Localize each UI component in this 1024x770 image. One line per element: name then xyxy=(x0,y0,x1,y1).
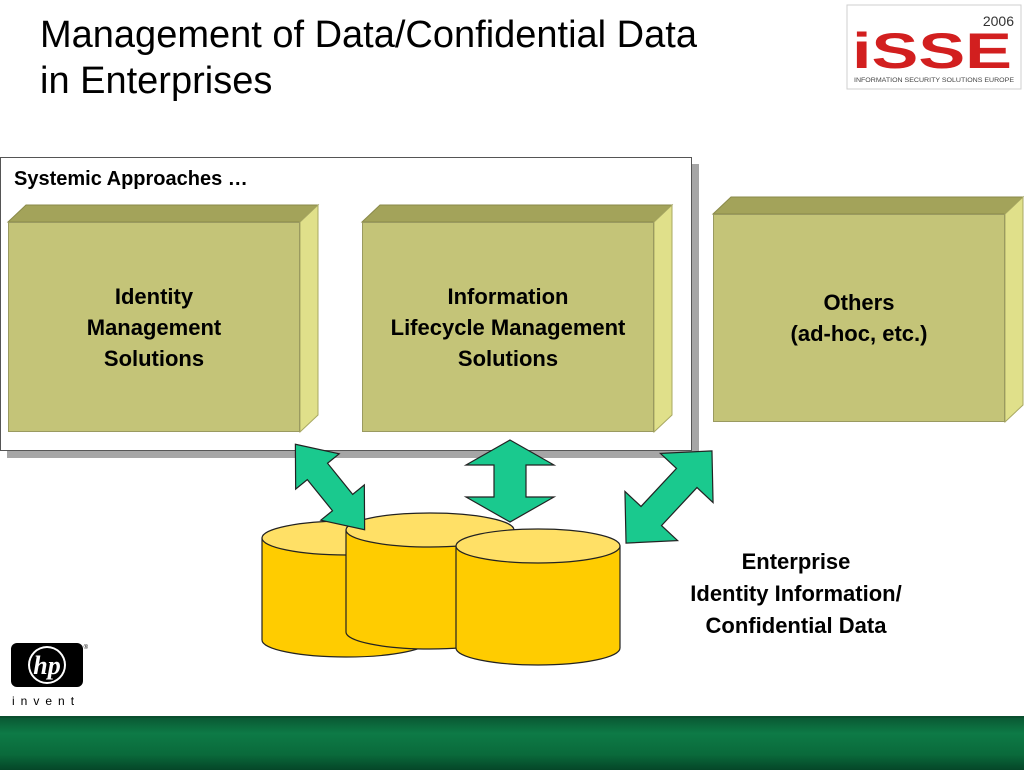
slide-title: Management of Data/Confidential Data in … xyxy=(40,12,840,104)
double-arrow-right-icon xyxy=(624,450,714,544)
information-lifecycle-line-3: Solutions xyxy=(457,345,559,371)
hp-logo: hp ® xyxy=(11,643,89,687)
information-lifecycle-box-bevel xyxy=(360,203,674,434)
others-line-2: (ad-hoc, etc.) xyxy=(790,321,928,346)
information-lifecycle-box: Information Lifecycle Management Solutio… xyxy=(360,203,674,435)
identity-management-line-3: Solutions xyxy=(103,345,205,371)
slide-title-line-2: in Enterprises xyxy=(40,60,273,102)
identity-management-line-2: Management xyxy=(86,314,222,340)
others-line-1: Others xyxy=(823,290,895,315)
identity-management-box: Identity Management Solutions xyxy=(6,203,320,435)
hp-invent-tagline: invent xyxy=(12,694,81,708)
cylinder-right xyxy=(455,528,621,666)
enterprise-line-3: Confidential Data xyxy=(705,613,887,638)
svg-text:®: ® xyxy=(84,644,89,651)
information-lifecycle-line-2: Lifecycle Management xyxy=(390,314,626,340)
enterprise-data-label: Enterprise Identity Information/ Confide… xyxy=(668,546,924,642)
identity-management-line-1: Identity xyxy=(114,283,194,309)
others-box: Others (ad-hoc, etc.) xyxy=(711,195,1024,425)
double-arrow-left-icon xyxy=(294,443,366,531)
footer-band xyxy=(0,716,1024,770)
isse-logo-wordmark: iSSE xyxy=(852,23,1012,79)
identity-management-box-bevel xyxy=(6,203,320,434)
double-arrow-middle-icon xyxy=(463,439,557,523)
isse-logo-tagline: INFORMATION SECURITY SOLUTIONS EUROPE xyxy=(854,78,1014,84)
information-lifecycle-line-1: Information xyxy=(447,283,569,309)
isse-logo: 2006 iSSE INFORMATION SECURITY SOLUTIONS… xyxy=(846,4,1022,90)
slide-title-line-1: Management of Data/Confidential Data xyxy=(40,14,697,56)
enterprise-line-1: Enterprise xyxy=(741,549,851,574)
enterprise-line-2: Identity Information/ xyxy=(690,581,902,606)
hp-logo-mark: hp xyxy=(33,651,60,680)
isse-logo-year: 2006 xyxy=(983,13,1014,29)
systemic-approaches-label: Systemic Approaches … xyxy=(14,168,248,190)
